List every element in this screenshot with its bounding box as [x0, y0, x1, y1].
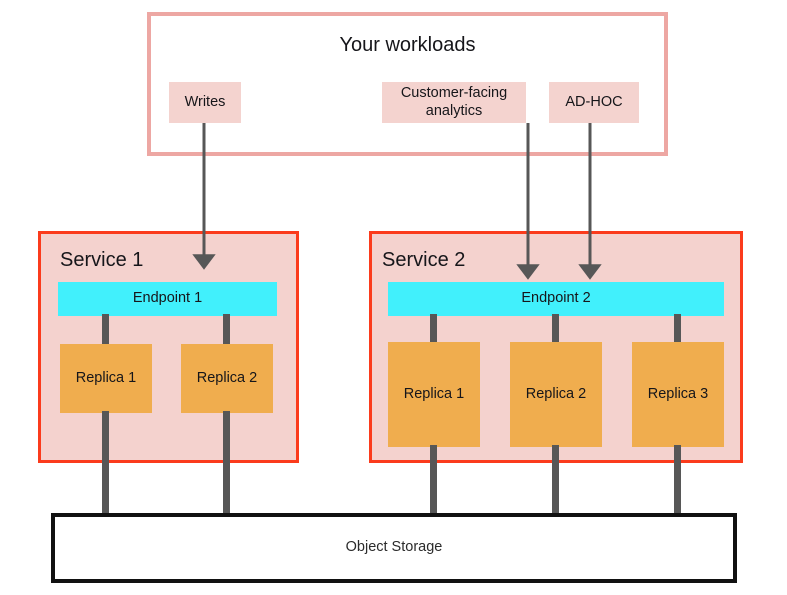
service-1-label: Service 1 — [60, 248, 144, 271]
connector-endpoint2-replica2 — [552, 314, 559, 344]
service-2-replica-3[interactable]: Replica 3 — [632, 342, 724, 447]
object-storage-box[interactable]: Object Storage — [51, 513, 737, 583]
connector-endpoint2-replica1 — [430, 314, 437, 344]
connector-s2-replica3-storage — [674, 445, 681, 517]
workload-chip-writes[interactable]: Writes — [169, 82, 241, 123]
service-1-replica-2[interactable]: Replica 2 — [181, 344, 273, 413]
service-2-label: Service 2 — [382, 248, 466, 271]
connector-endpoint1-replica2 — [223, 314, 230, 346]
connector-s2-replica2-storage — [552, 445, 559, 517]
service-2-replica-2[interactable]: Replica 2 — [510, 342, 602, 447]
connector-s2-replica1-storage — [430, 445, 437, 517]
service-2-replica-1[interactable]: Replica 1 — [388, 342, 480, 447]
service-1-replica-1[interactable]: Replica 1 — [60, 344, 152, 413]
connector-endpoint1-replica1 — [102, 314, 109, 346]
service-2-endpoint[interactable]: Endpoint 2 — [388, 282, 724, 316]
workload-chip-ad-hoc[interactable]: AD-HOC — [549, 82, 639, 123]
your-workloads-title: Your workloads — [339, 33, 476, 56]
connector-s1-replica1-storage — [102, 411, 109, 517]
connector-endpoint2-replica3 — [674, 314, 681, 344]
workload-chip-customer-facing-analytics[interactable]: Customer-facing analytics — [382, 82, 526, 123]
service-1-endpoint[interactable]: Endpoint 1 — [58, 282, 277, 316]
connector-s1-replica2-storage — [223, 411, 230, 517]
